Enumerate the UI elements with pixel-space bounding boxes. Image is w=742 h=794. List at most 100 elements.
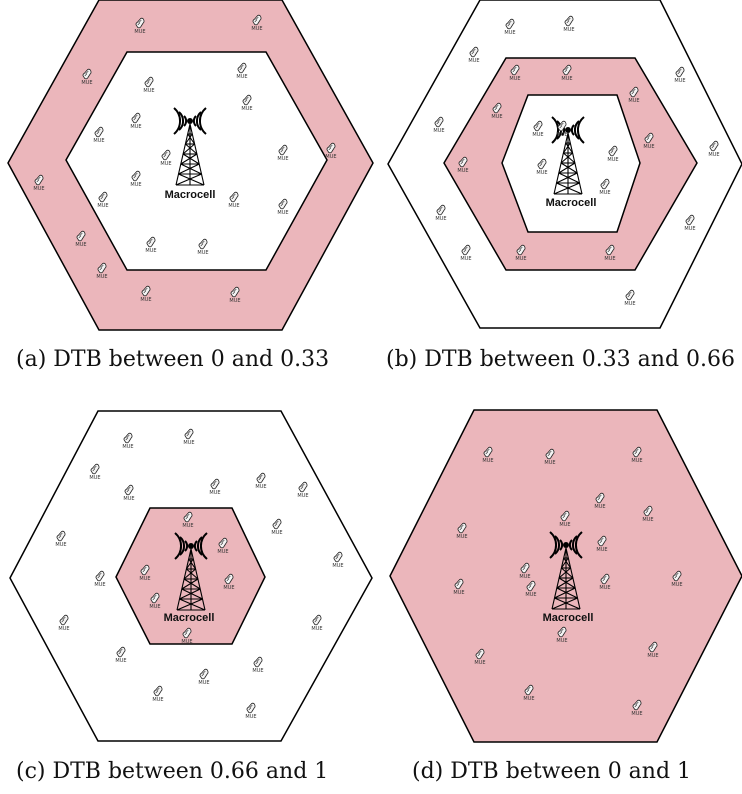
mue-label: MUE: [523, 696, 534, 702]
mue-label: MUE: [152, 697, 163, 703]
mue-label: MUE: [491, 114, 502, 120]
mue-label: MUE: [532, 132, 543, 138]
mue-label: MUE: [684, 226, 695, 232]
mue-label: MUE: [460, 256, 471, 262]
macrocell-label: Macrocell: [164, 612, 215, 624]
mue-label: MUE: [643, 144, 654, 150]
macrocell-label: Macrocell: [543, 612, 594, 624]
mue-label: MUE: [556, 132, 567, 138]
mue-label: MUE: [217, 549, 228, 555]
mue-label: MUE: [457, 168, 468, 174]
mue-label: MUE: [94, 582, 105, 588]
mue-label: MUE: [647, 653, 658, 659]
mue-label: MUE: [561, 76, 572, 82]
mue-label: MUE: [130, 182, 141, 188]
panel-d: Macrocell MUE MUE MUE MUE MUE MUE MUE MU…: [389, 409, 742, 784]
mue-label: MUE: [228, 203, 239, 209]
mue-label: MUE: [604, 256, 615, 262]
mue-label: MUE: [433, 128, 444, 134]
mue-label: MUE: [297, 493, 308, 499]
mue-label: MUE: [123, 496, 134, 502]
mue-label: MUE: [122, 444, 133, 450]
mue-label: MUE: [671, 582, 682, 588]
mue-label: MUE: [75, 242, 86, 248]
macrocell-label: Macrocell: [546, 197, 597, 209]
mue-label: MUE: [519, 574, 530, 580]
mue-label: MUE: [209, 490, 220, 496]
caption-d: (d) DTB between 0 and 1: [412, 759, 691, 784]
mue-label: MUE: [145, 248, 156, 254]
mue-label: MUE: [482, 458, 493, 464]
mue-label: MUE: [139, 576, 150, 582]
cell-inner-hexagon: [65, 51, 328, 271]
panel-c: Macrocell MUE MUE MUE MUE MUE MUE MUE MU…: [9, 410, 373, 784]
mue-label: MUE: [245, 714, 256, 720]
mue-label: MUE: [81, 80, 92, 86]
mue-label: MUE: [599, 190, 610, 196]
mue-label: MUE: [236, 74, 247, 80]
caption-c: (c) DTB between 0.66 and 1: [16, 759, 328, 784]
mue-label: MUE: [143, 88, 154, 94]
mue-label: MUE: [594, 504, 605, 510]
mue-group: MUE MUE MUE MUE MUE MUE MUE MUE MUE MUE …: [55, 428, 344, 720]
mue-label: MUE: [325, 154, 336, 160]
mue-group: MUE MUE MUE MUE MUE MUE MUE MUE MUE MUE …: [33, 14, 337, 304]
mue-label: MUE: [33, 186, 44, 192]
mue-label: MUE: [509, 76, 520, 82]
mue-label: MUE: [223, 585, 234, 591]
mue-label: MUE: [311, 626, 322, 632]
mue-label: MUE: [504, 30, 515, 36]
mue-label: MUE: [271, 530, 282, 536]
macrocell-label: Macrocell: [165, 189, 216, 201]
mue-label: MUE: [277, 210, 288, 216]
mue-label: MUE: [197, 250, 208, 256]
mue-label: MUE: [628, 98, 639, 104]
mue-label: MUE: [134, 29, 145, 35]
mue-label: MUE: [515, 256, 526, 262]
mue-label: MUE: [453, 590, 464, 596]
mue-label: MUE: [89, 475, 100, 481]
mue-label: MUE: [255, 484, 266, 490]
mue-label: MUE: [93, 138, 104, 144]
mue-label: MUE: [435, 216, 446, 222]
caption-a: (a) DTB between 0 and 0.33: [16, 347, 329, 372]
mue-group: MUE MUE MUE MUE MUE MUE MUE MUE MUE MUE …: [433, 15, 720, 307]
mue-label: MUE: [708, 152, 719, 158]
mue-label: MUE: [182, 523, 193, 529]
mue-label: MUE: [198, 680, 209, 686]
mue-label: MUE: [97, 203, 108, 209]
mue-label: MUE: [456, 534, 467, 540]
caption-b: (b) DTB between 0.33 and 0.66: [386, 347, 735, 372]
mue-label: MUE: [332, 563, 343, 569]
panel-a: Macrocell MUE MUE MUE MUE MUE MUE MUE MU…: [7, 0, 374, 372]
mue-label: MUE: [96, 274, 107, 280]
mue-label: MUE: [183, 440, 194, 446]
mue-label: MUE: [642, 517, 653, 523]
mue-label: MUE: [468, 58, 479, 64]
mue-label: MUE: [58, 626, 69, 632]
mue-group: MUE MUE MUE MUE MUE MUE MUE MUE MUE MUE …: [453, 446, 683, 717]
mue-label: MUE: [160, 161, 171, 167]
mue-label: MUE: [229, 298, 240, 304]
mue-label: MUE: [596, 547, 607, 553]
mue-label: MUE: [559, 522, 570, 528]
mue-label: MUE: [130, 124, 141, 130]
panel-b: Macrocell MUE MUE MUE MUE MUE MUE MUE MU…: [386, 0, 742, 372]
mue-label: MUE: [544, 460, 555, 466]
mue-label: MUE: [599, 585, 610, 591]
mue-label: MUE: [140, 297, 151, 303]
mue-label: MUE: [181, 639, 192, 645]
mue-label: MUE: [607, 157, 618, 163]
mue-label: MUE: [563, 27, 574, 33]
mue-label: MUE: [149, 604, 160, 610]
mue-label: MUE: [115, 658, 126, 664]
mue-label: MUE: [525, 592, 536, 598]
mue-label: MUE: [277, 156, 288, 162]
mue-label: MUE: [251, 26, 262, 32]
mue-label: MUE: [624, 301, 635, 307]
mue-label: MUE: [55, 542, 66, 548]
mue-label: MUE: [252, 668, 263, 674]
mue-label: MUE: [536, 170, 547, 176]
mue-label: MUE: [631, 711, 642, 717]
